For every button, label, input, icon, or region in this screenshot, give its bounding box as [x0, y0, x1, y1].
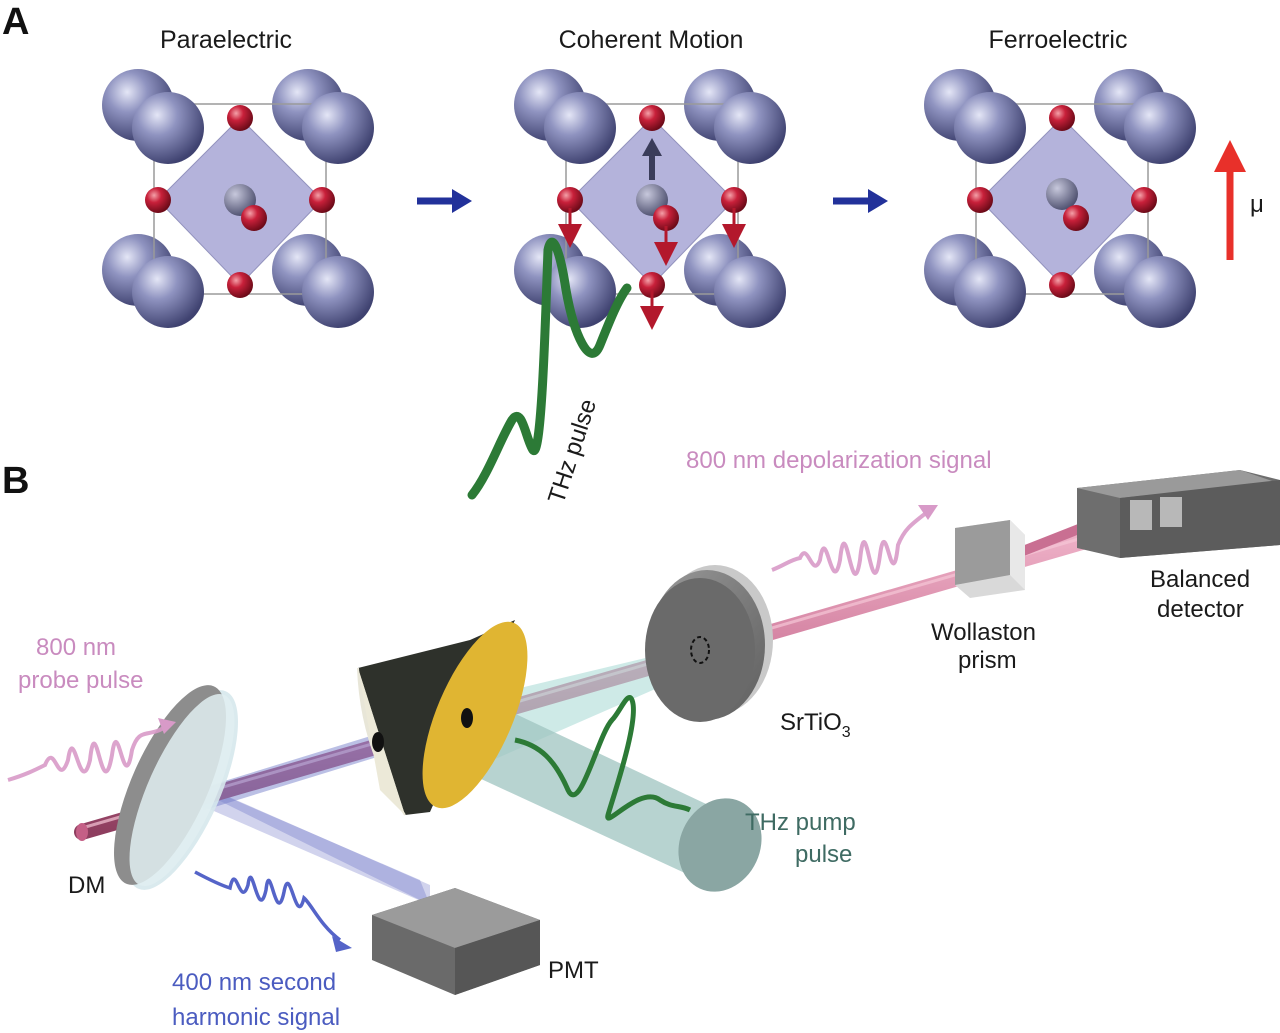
oxygen-atom — [639, 272, 665, 298]
thz-pump-waveform — [514, 695, 692, 821]
sr-atom — [1124, 92, 1196, 164]
sr-atom — [1124, 256, 1196, 328]
oxygen-atom — [557, 187, 583, 213]
balanced-detector — [1077, 470, 1280, 558]
paraelectric-title: Paraelectric — [160, 26, 292, 54]
crystal-ferroelectric — [924, 69, 1196, 328]
sr-atom — [954, 92, 1026, 164]
sr-atom — [954, 256, 1026, 328]
oxygen-atom — [639, 105, 665, 131]
dichroic-mirror — [114, 685, 238, 890]
ferroelectric-title: Ferroelectric — [989, 26, 1128, 54]
thz-pump-label-line1: THz pump — [745, 809, 856, 836]
depolarization-label: 800 nm depolarization signal — [686, 447, 992, 474]
crystal-paraelectric — [102, 69, 374, 328]
oxygen-atom — [227, 272, 253, 298]
oxygen-atom — [309, 187, 335, 213]
sample-label: SrTiO3 — [780, 709, 851, 741]
thz-pulse-wave — [467, 237, 632, 500]
coherent-motion-title: Coherent Motion — [559, 26, 744, 54]
probe-pulse-wave — [7, 723, 170, 782]
shg-wave — [194, 870, 342, 942]
sr-atom — [714, 92, 786, 164]
sr-atom — [544, 256, 616, 328]
sr-atom — [714, 256, 786, 328]
probe-label-line1: 800 nm — [36, 634, 116, 661]
shg-label-line2: harmonic signal — [172, 1004, 340, 1031]
oxygen-atom — [1049, 105, 1075, 131]
wollaston-label-line1: Wollaston — [931, 619, 1036, 646]
detector-label-line2: detector — [1157, 596, 1244, 623]
pmt-label: PMT — [548, 957, 599, 984]
oxygen-atom — [1049, 272, 1075, 298]
ti-displacement-arrowhead — [642, 138, 662, 156]
sr-atom — [132, 256, 204, 328]
panel-b-label: B — [2, 460, 29, 502]
oxygen-atom — [145, 187, 171, 213]
parabolic-mirror — [357, 620, 528, 816]
shg-label-line1: 400 nm second — [172, 969, 336, 996]
crystal-coherent-motion — [514, 69, 786, 330]
polarization-arrow — [1214, 140, 1246, 260]
srtio3-sample — [645, 565, 773, 722]
probe-pulse-arrowhead — [158, 718, 176, 734]
shg-beam-shadow — [195, 782, 430, 905]
shg-arrowhead — [332, 936, 352, 952]
process-arrow-2 — [833, 189, 888, 213]
sr-atom — [302, 256, 374, 328]
oxygen-atom — [1063, 205, 1089, 231]
oxygen-atom — [1131, 187, 1157, 213]
oxygen-atom — [967, 187, 993, 213]
detector-label-line1: Balanced — [1150, 566, 1250, 593]
wollaston-label-line2: prism — [958, 647, 1017, 674]
dm-label: DM — [68, 872, 105, 899]
oxygen-atom — [721, 187, 747, 213]
ti-atom — [1046, 178, 1078, 210]
probe-label-line2: probe pulse — [18, 667, 143, 694]
wollaston-prism — [955, 520, 1025, 598]
oxygen-atom — [653, 205, 679, 231]
sr-atom — [132, 92, 204, 164]
shg-beam — [195, 785, 430, 905]
sr-atom — [544, 92, 616, 164]
oxygen-atom — [241, 205, 267, 231]
thz-pump-label-line2: pulse — [795, 841, 852, 868]
perovskite-crystals — [102, 69, 1196, 330]
process-arrow-1 — [417, 189, 472, 213]
panel-a-label: A — [2, 1, 29, 43]
sr-atom — [302, 92, 374, 164]
thz-pulse-label: THz pulse — [543, 396, 602, 507]
pmt-detector — [372, 888, 540, 995]
depolarization-arrowhead — [918, 505, 938, 520]
depolarization-wave — [771, 508, 932, 576]
oxygen-atom — [227, 105, 253, 131]
polarization-label: μ — [1250, 191, 1264, 218]
